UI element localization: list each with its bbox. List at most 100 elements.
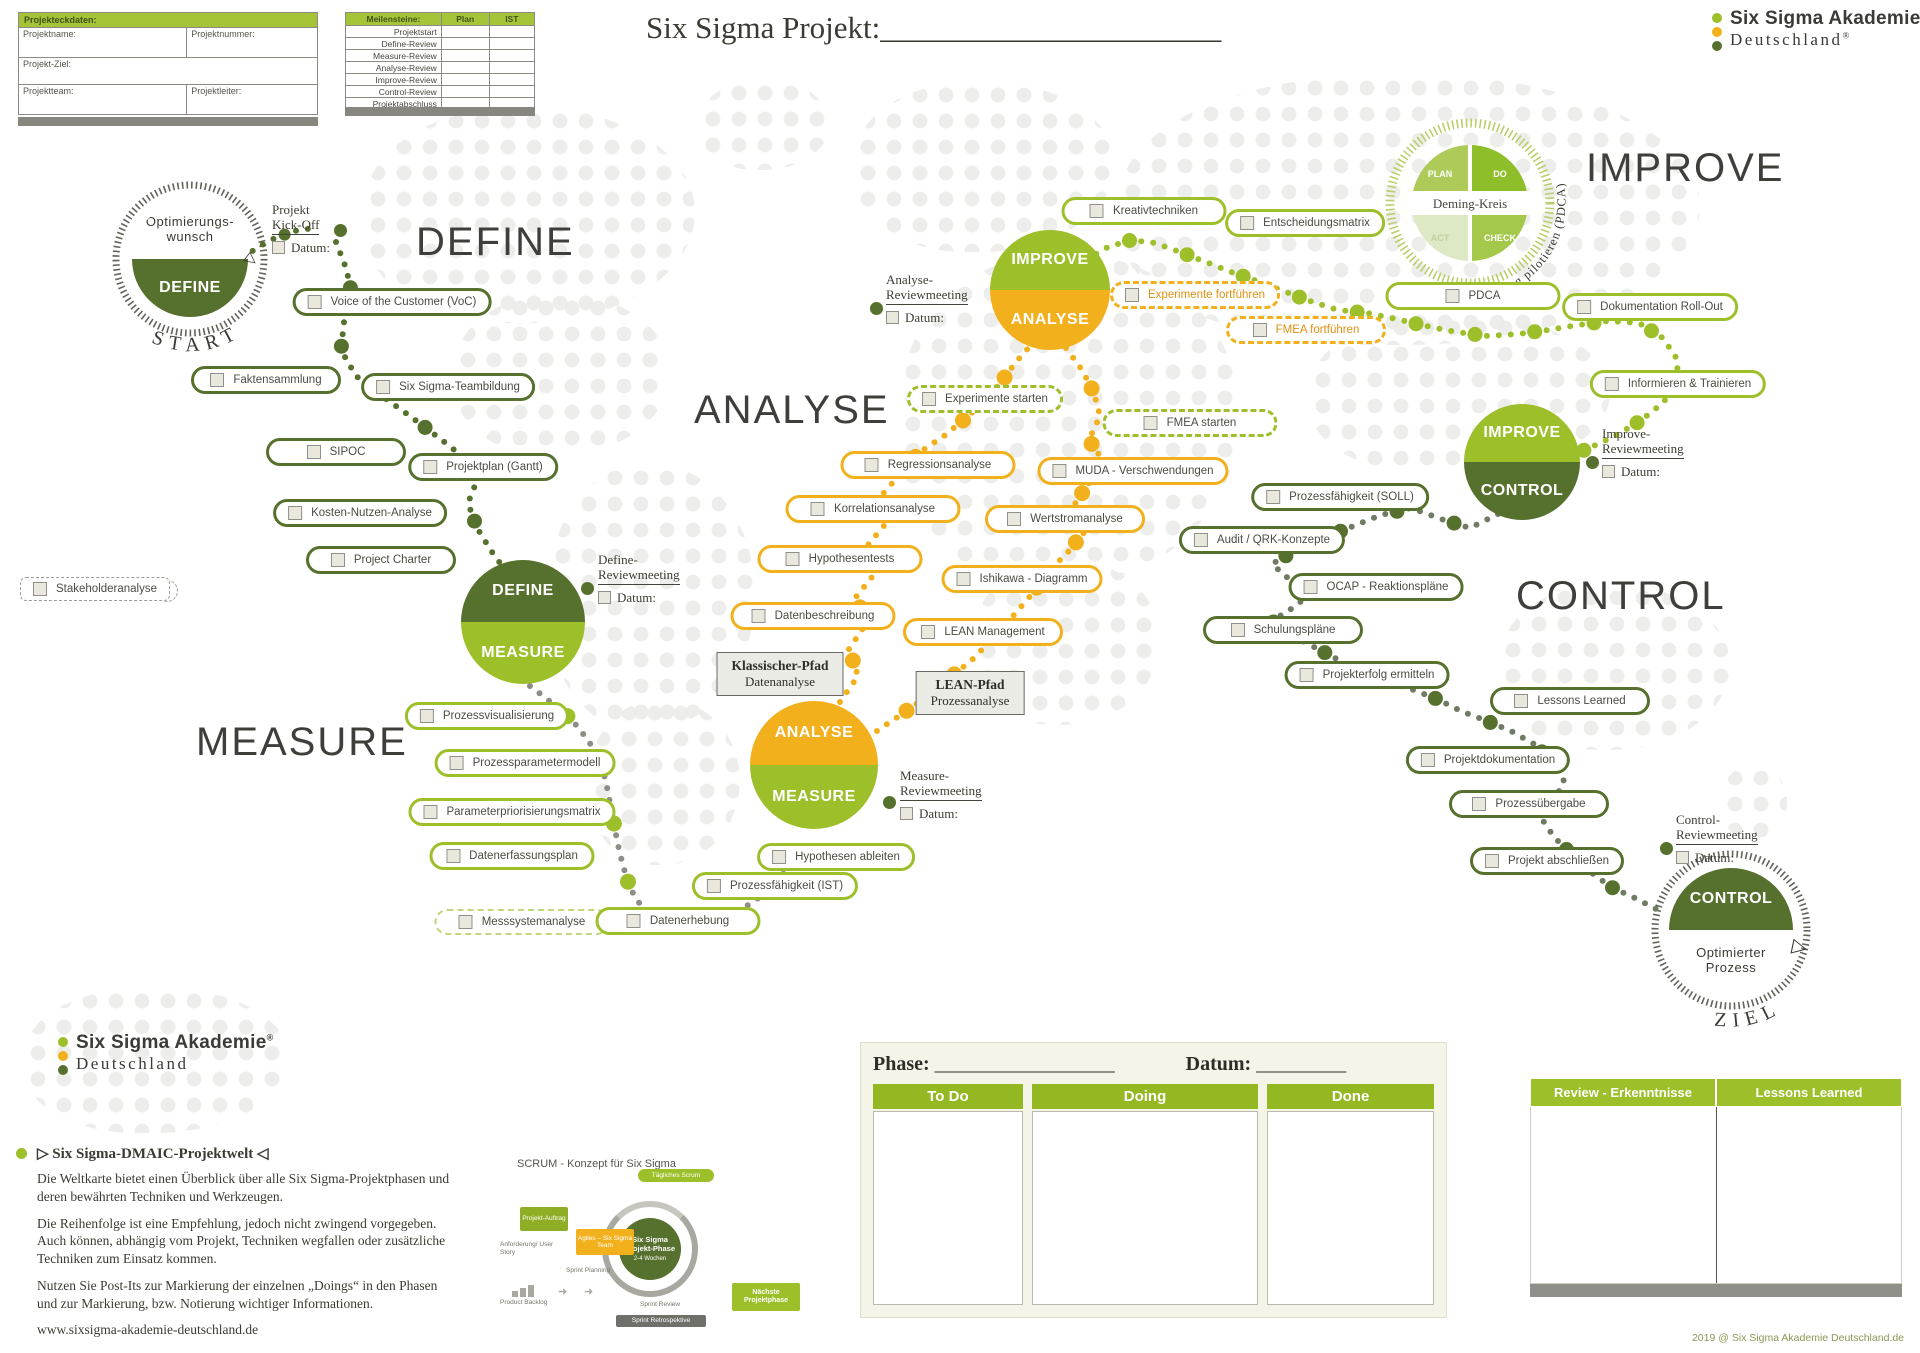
date-checkbox[interactable] — [900, 806, 913, 820]
milestone-ist-cell[interactable] — [488, 73, 536, 86]
task-informieren: Informieren & Trainieren — [1589, 370, 1767, 398]
task-checkbox[interactable] — [446, 849, 461, 863]
lessons-learned-cell[interactable] — [1715, 1107, 1902, 1283]
task-checkbox[interactable] — [423, 805, 438, 819]
scrum-auftrag-box: Projekt-Auftrag — [520, 1207, 568, 1231]
milestone-ist-cell[interactable] — [488, 61, 536, 74]
task-checkbox[interactable] — [1303, 580, 1318, 594]
task-checkbox[interactable] — [626, 914, 641, 928]
task-lean: LEAN Management — [903, 618, 1063, 646]
task-label: Stakeholderanalyse — [55, 583, 158, 595]
milestone-plan-header: Plan — [440, 12, 490, 26]
task-checkbox[interactable] — [921, 625, 936, 639]
logo-line1: Six Sigma Akademie® — [76, 1032, 274, 1053]
task-checkbox[interactable] — [1052, 464, 1067, 478]
task-checkbox[interactable] — [1143, 416, 1158, 430]
project-table-title: Projekteckdaten: — [18, 12, 318, 28]
task-label: Schulungspläne — [1253, 624, 1336, 636]
date-checkbox[interactable] — [272, 240, 285, 254]
milestone-plan-cell[interactable] — [440, 25, 490, 38]
milestone-plan-cell[interactable] — [440, 61, 490, 74]
task-checkbox[interactable] — [419, 709, 434, 723]
task-checkbox[interactable] — [306, 445, 321, 459]
world-map-dots — [1722, 765, 1787, 840]
task-checkbox[interactable] — [1445, 289, 1460, 303]
milestone-ist-cell[interactable] — [488, 37, 536, 50]
projektnummer-field[interactable]: Projektnummer: — [186, 28, 317, 57]
task-checkbox[interactable] — [785, 552, 800, 566]
todo-column[interactable] — [873, 1111, 1023, 1305]
task-checkbox[interactable] — [1089, 204, 1104, 218]
task-checkbox[interactable] — [1514, 694, 1529, 708]
task-label: Lessons Learned — [1537, 695, 1626, 707]
milestone-ist-cell[interactable] — [488, 85, 536, 98]
done-column[interactable] — [1267, 1111, 1434, 1305]
milestone-ist-cell[interactable] — [488, 49, 536, 62]
date-checkbox[interactable] — [1602, 464, 1615, 478]
task-label: Experimente starten — [945, 393, 1048, 405]
task-checkbox[interactable] — [706, 879, 721, 893]
task-checkbox[interactable] — [1125, 288, 1140, 302]
task-checkbox[interactable] — [864, 458, 879, 472]
date-checkbox[interactable] — [886, 310, 899, 324]
task-checkbox[interactable] — [956, 572, 971, 586]
watermark-analyse: ANALYSE — [694, 388, 890, 432]
task-checkbox[interactable] — [1485, 854, 1499, 868]
task-label: Entscheidungsmatrix — [1263, 217, 1370, 229]
task-checkbox[interactable] — [1299, 668, 1314, 682]
task-checkbox[interactable] — [32, 582, 47, 596]
task-label: Prozessfähigkeit (IST) — [729, 880, 844, 892]
projektname-field[interactable]: Projektname: — [19, 28, 186, 57]
task-checkbox[interactable] — [1007, 512, 1022, 526]
task-checkbox[interactable] — [772, 850, 787, 864]
task-checkbox[interactable] — [330, 553, 345, 567]
task-checkbox[interactable] — [1577, 300, 1592, 314]
task-checkbox[interactable] — [1193, 533, 1208, 547]
task-checkbox[interactable] — [1230, 623, 1245, 637]
projektziel-field[interactable]: Projekt-Ziel: — [19, 58, 317, 84]
datum-blank-line[interactable]: _________ — [1256, 1053, 1347, 1075]
task-checkbox[interactable] — [751, 609, 766, 623]
datum-label: Datum: — [1185, 1053, 1252, 1075]
milestone-ist-cell[interactable] — [488, 25, 536, 38]
task-checkbox[interactable] — [1472, 797, 1487, 811]
circle-improve-control: IMPROVE CONTROL — [1464, 404, 1580, 520]
task-hypotests: Hypothesentests — [757, 545, 923, 573]
description-paragraph: Die Weltkarte bietet einen Überblick übe… — [37, 1171, 450, 1204]
milestone-plan-cell[interactable] — [440, 37, 490, 50]
pdca-plan-label: PLAN — [1428, 169, 1453, 179]
doing-column[interactable] — [1031, 1111, 1259, 1305]
milestone-dot-icon — [883, 796, 896, 809]
task-checkbox[interactable] — [458, 915, 473, 929]
review-erkenntnisse-cell[interactable] — [1531, 1107, 1716, 1283]
date-checkbox[interactable] — [598, 590, 611, 604]
task-checkbox[interactable] — [210, 373, 225, 387]
date-checkbox[interactable] — [1676, 850, 1689, 864]
task-checkbox[interactable] — [1252, 323, 1267, 337]
task-checkbox[interactable] — [1420, 753, 1435, 767]
projektteam-field[interactable]: Projektteam: — [19, 85, 186, 114]
milestone-plan-cell[interactable] — [440, 73, 490, 86]
date-label: Datum: — [919, 805, 958, 821]
task-checkbox[interactable] — [1604, 377, 1619, 391]
task-audit: Audit / QRK-Konzepte — [1178, 526, 1346, 554]
phase-blank-line[interactable]: __________________ — [934, 1053, 1115, 1075]
projektleiter-field[interactable]: Projektleiter: — [186, 85, 317, 114]
task-checkbox[interactable] — [449, 756, 464, 770]
task-label: Regressionsanalyse — [887, 459, 992, 471]
milestone-title: Meilensteine: — [345, 12, 442, 26]
brand-logo: Six Sigma Akademie Deutschland® — [1712, 8, 1920, 51]
task-checkbox[interactable] — [376, 380, 391, 394]
task-label: Projektdokumentation — [1443, 754, 1556, 766]
task-checkbox[interactable] — [288, 506, 303, 520]
world-map-dots — [1500, 585, 1730, 750]
task-checkbox[interactable] — [307, 295, 322, 309]
milestone-plan-cell[interactable] — [440, 85, 490, 98]
task-label: Parameterpriorisierungsmatrix — [446, 806, 601, 818]
task-checkbox[interactable] — [423, 460, 438, 474]
task-checkbox[interactable] — [1266, 490, 1281, 504]
task-checkbox[interactable] — [922, 392, 937, 406]
task-checkbox[interactable] — [1240, 216, 1255, 230]
task-checkbox[interactable] — [810, 502, 825, 516]
milestone-plan-cell[interactable] — [440, 49, 490, 62]
